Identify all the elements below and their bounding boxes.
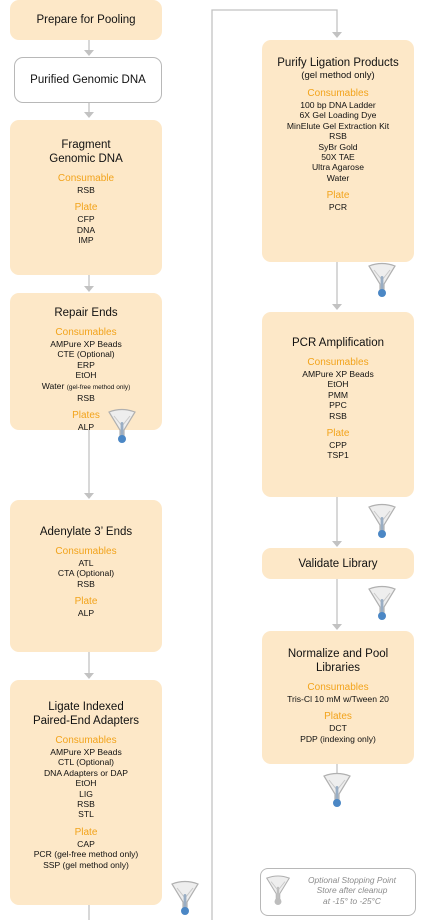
plates-heading: Plates (324, 711, 352, 723)
plate-item: CFP (77, 214, 95, 225)
consumable-item: Water (326, 172, 350, 183)
consumable-item: SyBr Gold (318, 141, 358, 152)
plate-item: PDP (indexing only) (300, 733, 376, 744)
step-title: Adenylate 3’ Ends (39, 526, 133, 538)
plate-item: SSP (gel method only) (43, 859, 129, 870)
consumable-item: LIG (79, 788, 93, 799)
validate-library-step: Validate Library (262, 548, 414, 579)
consumables-heading: Consumables (55, 546, 117, 557)
prepare-for-pooling-step: Prepare for Pooling (10, 0, 162, 40)
legend-line: Optional Stopping Point (308, 875, 396, 885)
consumable-item: RSB (77, 185, 95, 195)
consumable-item: RSB (77, 393, 95, 404)
consumable-item: RSB (77, 799, 95, 810)
stopping-point-icon (108, 408, 136, 443)
legend-line: at -15° to -25°C (323, 895, 381, 906)
consumable-item: PPC (329, 400, 347, 411)
plate-item: ALP (77, 422, 95, 433)
consumable-item: RSB (77, 578, 95, 589)
plates-heading: Plate (74, 202, 98, 214)
normalize-pool-libraries-step: Normalize and Pool Libraries Consumables… (262, 631, 414, 764)
stopping-point-icon (171, 880, 199, 915)
consumable-item: CTE (Optional) (57, 349, 115, 360)
legend-line: Store after cleanup (316, 885, 388, 896)
consumables-heading: Consumables (55, 735, 117, 746)
consumable-item: AMPure XP Beads (50, 747, 122, 757)
plate-item: DCT (329, 723, 347, 734)
consumables-heading: Consumables (307, 357, 369, 368)
consumable-item: AMPure XP Beads (50, 339, 122, 349)
consumable-item: PMM (327, 389, 349, 400)
consumable-item: ATL (78, 558, 94, 568)
plate-item: CAP (77, 838, 95, 849)
consumables-heading: Consumables (307, 682, 369, 693)
step-title: Purified Genomic DNA (30, 74, 146, 86)
plate-item: TSP1 (327, 450, 349, 461)
plate-item: DNA (76, 224, 96, 235)
plates-heading: Plate (74, 826, 98, 838)
step-title-line2: Paired-End Adapters (32, 715, 140, 727)
consumable-item: RSB (329, 131, 347, 142)
step-title: Normalize and Pool (287, 648, 389, 660)
consumable-item: MinElute Gel Extraction Kit (286, 120, 390, 131)
plate-item: PCR (328, 202, 348, 213)
plates-heading: Plate (326, 428, 350, 440)
water-label: Water (41, 380, 65, 391)
pcr-amplification-step: PCR Amplification Consumables AMPure XP … (262, 312, 414, 497)
step-title: PCR Amplification (291, 337, 385, 349)
stopping-point-legend: Optional Stopping Point Store after clea… (260, 868, 416, 916)
stopping-point-icon (265, 875, 291, 905)
consumable-item-water: Water (gel-free method only) (10, 381, 162, 393)
plate-item: IMP (78, 235, 94, 246)
consumable-item: EtOH (75, 778, 97, 789)
step-subtitle: (gel method only) (301, 70, 375, 81)
purified-genomic-dna-step: Purified Genomic DNA (14, 57, 162, 103)
consumable-item: RSB (329, 410, 347, 421)
consumables-heading: Consumable (57, 173, 115, 184)
consumable-item: 50X TAE (321, 152, 355, 163)
purify-ligation-products-step: Purify Ligation Products (gel method onl… (262, 40, 414, 262)
consumable-item: AMPure XP Beads (302, 369, 374, 379)
plates-heading: Plate (74, 596, 98, 608)
consumable-item: STL (78, 809, 94, 820)
step-title: Purify Ligation Products (277, 57, 399, 69)
repair-ends-step: Repair Ends Consumables AMPure XP Beads … (10, 293, 162, 433)
step-title: Repair Ends (54, 307, 118, 319)
plate-item: ALP (77, 608, 95, 619)
plates-heading: Plate (326, 190, 350, 202)
stopping-point-icon (368, 585, 396, 620)
consumable-item: DNA Adapters or DAP (43, 767, 129, 778)
plate-item: CPP (329, 440, 347, 451)
fragment-genomic-dna-step: Fragment Genomic DNA Consumable RSB Plat… (10, 120, 162, 275)
consumable-item: Tris-Cl 10 mM w/Tween 20 (287, 694, 389, 704)
step-title: Ligate Indexed (48, 701, 124, 713)
water-note: (gel-free method only) (66, 383, 131, 391)
ligate-adapters-step: Ligate Indexed Paired-End Adapters Consu… (10, 680, 162, 905)
stopping-point-icon (368, 262, 396, 297)
plate-item: PCR (gel-free method only) (33, 849, 139, 860)
stopping-point-icon (368, 503, 396, 538)
step-title-line2: Libraries (315, 662, 361, 674)
consumable-item: Ultra Agarose (311, 162, 365, 173)
step-title-line2: Genomic DNA (49, 153, 123, 165)
step-title: Prepare for Pooling (36, 14, 136, 26)
legend-text: Optional Stopping Point Store after clea… (291, 875, 413, 906)
consumable-item: 6X Gel Loading Dye (299, 110, 377, 121)
consumable-item: 100 bp DNA Ladder (300, 100, 376, 110)
plates-heading: Plates (72, 410, 100, 422)
step-title: Validate Library (298, 558, 378, 570)
consumable-item: CTL (Optional) (57, 757, 115, 768)
consumable-item: ERP (77, 359, 95, 370)
consumables-heading: Consumables (55, 327, 117, 338)
stopping-point-icon (323, 772, 351, 807)
consumable-item: EtOH (75, 370, 97, 381)
consumable-item: CTA (Optional) (57, 568, 115, 579)
adenylate-ends-step: Adenylate 3’ Ends Consumables ATL CTA (O… (10, 500, 162, 652)
consumable-item: EtOH (327, 379, 349, 390)
step-title: Fragment (61, 139, 111, 151)
consumables-heading: Consumables (307, 88, 369, 99)
